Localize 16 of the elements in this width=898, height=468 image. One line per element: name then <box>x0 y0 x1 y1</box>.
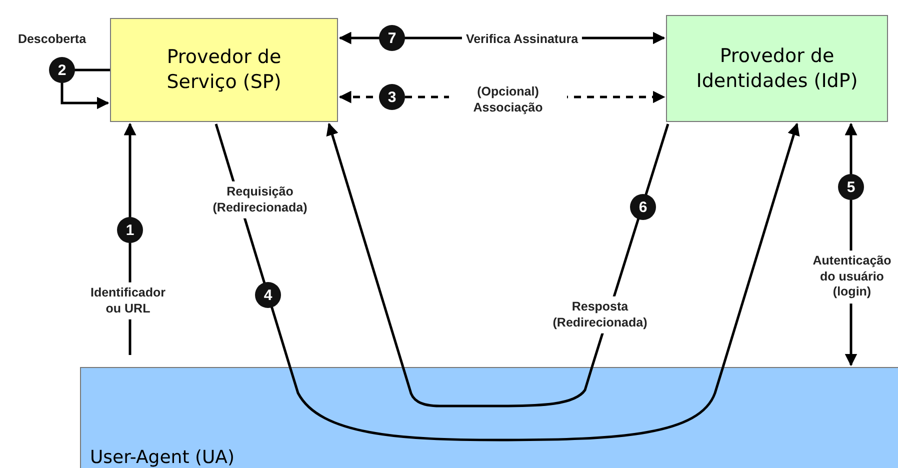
node-label: User-Agent (UA) <box>90 446 235 468</box>
node-label: Provedor de Serviço (SP) <box>166 45 282 95</box>
arrow <box>326 122 404 368</box>
step-number: 5 <box>838 174 864 200</box>
node-label: Provedor de Identidades (IdP) <box>695 44 859 94</box>
step-number: 1 <box>117 217 143 243</box>
step-number: 3 <box>379 84 405 110</box>
step-number: 7 <box>379 25 405 51</box>
edge-label: Descoberta <box>16 31 88 48</box>
user-agent-panel <box>80 367 898 468</box>
step-number: 4 <box>255 282 281 308</box>
provider-box <box>666 15 888 122</box>
provider-box <box>110 18 338 122</box>
arrow <box>722 122 800 368</box>
step-number: 6 <box>630 194 656 220</box>
step-number: 2 <box>49 57 75 83</box>
